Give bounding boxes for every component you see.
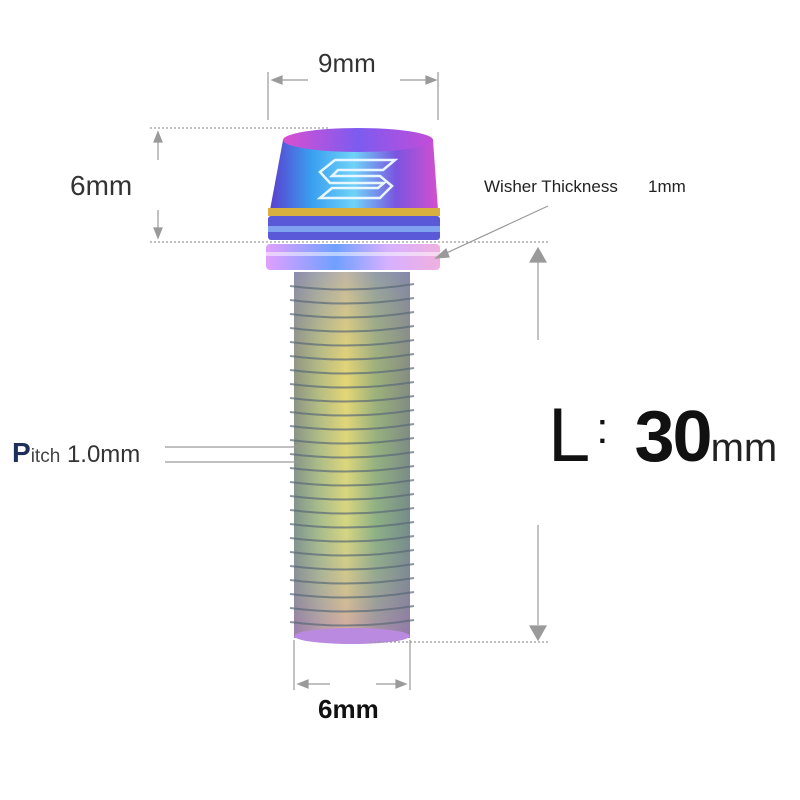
thread-ridge [289,311,415,319]
dim-6mm-arrow-up [153,130,163,143]
washer-pointer-arrow [434,247,450,259]
dim-thread-arrow-right [395,679,408,689]
pitch-initial: P [12,437,31,468]
thread-ridge [289,535,415,543]
thread-ridge [289,353,415,361]
thread-ridge [289,325,415,333]
thread-ridge [289,367,415,375]
thread-ridge [289,381,415,389]
thread-ridge [289,577,415,585]
pitch-value: 1.0mm [66,441,141,468]
dim-6mm-arrow-down [153,227,163,240]
thread-ridge [289,437,415,445]
thread-ridge [289,619,415,627]
thread-ridge [289,493,415,501]
washer-thickness-value: 1mm [648,177,686,196]
head-height-label: 6mm [70,170,133,201]
thread-ridge [289,521,415,529]
dimension-lines [150,72,550,690]
thread-diameter-label: 6mm [318,694,379,724]
washer [266,244,440,270]
length-colon: : [596,404,609,453]
thread-ridge [289,605,415,613]
length-number: 30 [634,397,713,477]
thread-ridge [289,409,415,417]
thread-ridge [289,283,415,291]
thread-ridge [289,339,415,347]
thread-ridge [289,423,415,431]
thread-ridge [289,591,415,599]
brand-logo-icon [316,158,399,200]
thread-ridge [289,549,415,557]
length-label: L:30mm [548,398,777,474]
dim-length-arrow-up [528,246,548,263]
thread-ridge [289,465,415,473]
head-diameter-label: 9mm [318,48,376,78]
bolt-shaft [289,272,415,644]
length-unit: mm [710,426,778,470]
dim-length-arrow-down [528,625,548,642]
thread-ridge [289,563,415,571]
pitch-label: Pitch 1.0mm [12,437,140,469]
washer-pointer-line [439,205,549,257]
length-letter: L [548,393,591,478]
washer-thickness-label: Wisher Thickness [484,177,618,196]
thread-ridge [289,479,415,487]
dim-9mm-arrow-left [270,75,283,85]
pitch-rest: itch [30,446,61,467]
thread-ridge [289,451,415,459]
thread-ridge [289,297,415,305]
thread-ridge [289,507,415,515]
dim-9mm-arrow-right [425,75,438,85]
thread-ridge [289,395,415,403]
dim-thread-arrow-left [296,679,309,689]
